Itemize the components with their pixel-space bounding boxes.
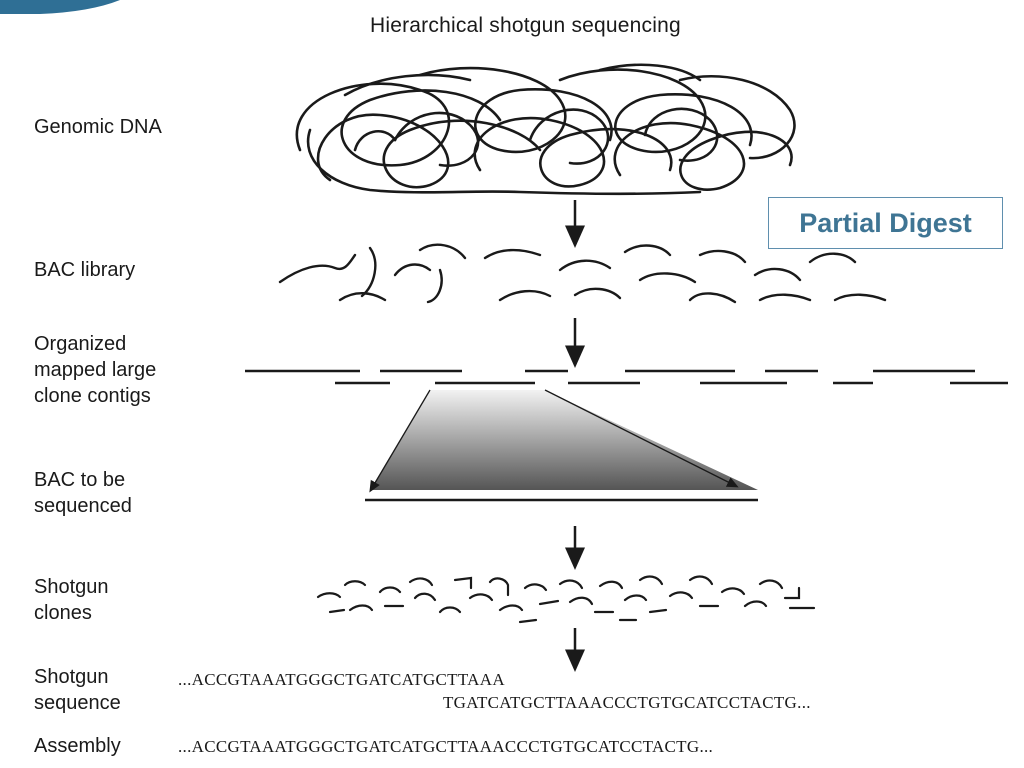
- corner-accent: [0, 0, 120, 14]
- partial-digest-callout: Partial Digest: [768, 197, 1003, 249]
- sequence-read-2: TGATCATGCTTAAACCCTGTGCATCCTACTG...: [443, 693, 811, 712]
- label-contigs-line-3: clone contigs: [34, 385, 151, 407]
- sequence-assembly: ...ACCGTAAATGGGCTGATCATGCTTAAACCCTGTGCAT…: [178, 737, 714, 756]
- label-shotgun-clones-line-2: clones: [34, 602, 92, 624]
- label-shotgun-sequence: Shotgun sequence: [34, 664, 121, 716]
- label-shotgun-sequence-line-2: sequence: [34, 692, 121, 714]
- diagram-title: Hierarchical shotgun sequencing: [370, 14, 681, 37]
- label-bac-to-sequence-line-2: sequenced: [34, 495, 132, 517]
- label-bac-to-sequence: BAC to be sequenced: [34, 467, 132, 519]
- shotgun-clone-fragments: [316, 575, 816, 624]
- genomic-dna-tangle: [295, 63, 796, 196]
- clone-contigs: [245, 369, 1008, 385]
- label-genomic-dna: Genomic DNA: [34, 116, 162, 138]
- label-shotgun-clones-line-1: Shotgun: [34, 576, 109, 598]
- bac-zoom-wedge: [365, 389, 758, 502]
- bac-library-fragments: [278, 243, 887, 304]
- label-bac-library: BAC library: [34, 259, 136, 281]
- label-contigs-line-1: Organized: [34, 333, 127, 355]
- label-assembly: Assembly: [34, 735, 121, 757]
- label-contigs-line-2: mapped large: [34, 359, 157, 381]
- label-contigs: Organized mapped large clone contigs: [34, 331, 156, 409]
- label-shotgun-clones: Shotgun clones: [34, 574, 109, 626]
- label-bac-to-sequence-line-1: BAC to be: [34, 469, 126, 491]
- sequence-read-1: ...ACCGTAAATGGGCTGATCATGCTTAAA: [178, 670, 505, 689]
- label-shotgun-sequence-line-1: Shotgun: [34, 666, 109, 688]
